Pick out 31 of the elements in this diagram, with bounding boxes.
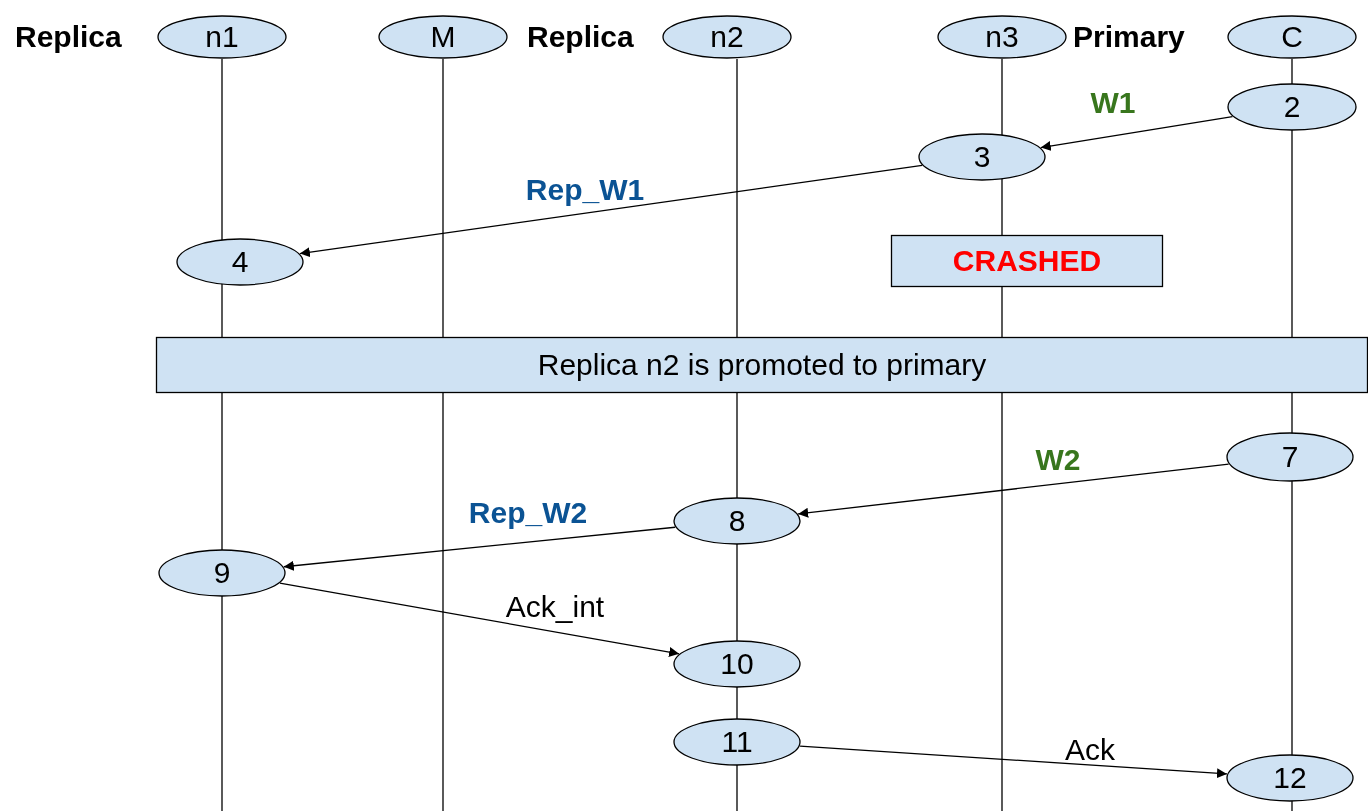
event-ellipse: 2 — [1227, 83, 1357, 131]
arrow — [299, 164, 923, 258]
event-ellipse: 3 — [918, 133, 1046, 181]
event-ellipse: 10 — [673, 640, 801, 688]
event-ellipse: 12 — [1226, 754, 1354, 802]
role-label: Primary — [1073, 20, 1185, 54]
edge-label: Rep_W1 — [525, 173, 645, 207]
lifeline-head: n2 — [662, 15, 792, 59]
lifeline-head: M — [378, 15, 508, 59]
arrow — [283, 526, 676, 571]
event-ellipse: 4 — [176, 238, 304, 286]
event-ellipse: 8 — [673, 497, 801, 545]
edge-label: Ack — [1065, 733, 1115, 767]
arrow — [799, 745, 1228, 779]
edge-label: Ack_int — [505, 590, 605, 624]
arrow — [797, 463, 1230, 518]
arrow — [279, 582, 680, 657]
edge-label: W2 — [1035, 443, 1081, 477]
edge-label: W1 — [1090, 86, 1136, 120]
status-box: CRASHED — [891, 235, 1163, 287]
lifeline-head: C — [1227, 15, 1357, 59]
banner-box: Replica n2 is promoted to primary — [156, 337, 1368, 393]
lifeline-head: n3 — [937, 15, 1067, 59]
role-label: Replica — [527, 20, 634, 54]
event-ellipse: 9 — [158, 549, 286, 597]
edge-label: Rep_W2 — [468, 496, 588, 530]
role-label: Replica — [15, 20, 122, 54]
arrow — [1040, 115, 1234, 151]
event-ellipse: 7 — [1226, 432, 1354, 482]
event-ellipse: 11 — [673, 718, 801, 766]
lifeline-head: n1 — [157, 15, 287, 59]
